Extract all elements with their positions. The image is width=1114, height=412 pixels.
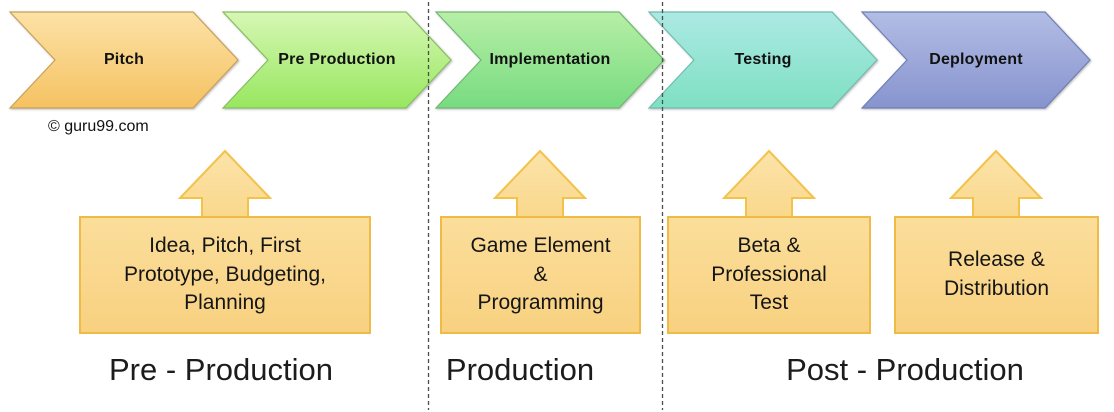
up-arrow-deployment xyxy=(948,149,1044,220)
up-arrow-production xyxy=(492,149,588,220)
callout-text-production: Game Element & Programming xyxy=(470,233,611,315)
phase-label-pre-production: Pre - Production xyxy=(109,352,333,387)
phase-label-post-production: Post - Production xyxy=(786,352,1024,387)
up-arrow-pre-production xyxy=(177,149,273,220)
up-arrow-testing xyxy=(721,149,817,220)
callout-box-preproduction xyxy=(79,216,371,334)
callout-text-preproduction: Idea, Pitch, First Prototype, Budgeting,… xyxy=(124,233,326,315)
chevron-testing xyxy=(647,11,878,109)
stage-label-deployment: Deployment xyxy=(929,51,1023,68)
stage-label-pitch: Pitch xyxy=(103,51,145,68)
callout-text-testing: Beta & Professional Test xyxy=(711,233,827,315)
chevron-deployment xyxy=(860,11,1091,109)
phase-label-production: Production xyxy=(445,352,595,387)
stage-label-testing: Testing xyxy=(734,51,792,68)
stage-label-implementation: Implementation xyxy=(489,51,611,68)
stage-label-pre-production: Pre Production xyxy=(278,51,396,68)
watermark-text: © guru99.com xyxy=(48,118,149,135)
chevron-pre-production xyxy=(221,11,452,109)
callout-text-deployment: Release & Distribution xyxy=(943,248,1050,300)
callout-box-testing xyxy=(667,216,871,334)
chevron-pitch xyxy=(8,11,239,109)
chevron-implementation xyxy=(434,11,665,109)
callout-box-production xyxy=(440,216,641,334)
callout-box-deployment xyxy=(894,216,1099,334)
